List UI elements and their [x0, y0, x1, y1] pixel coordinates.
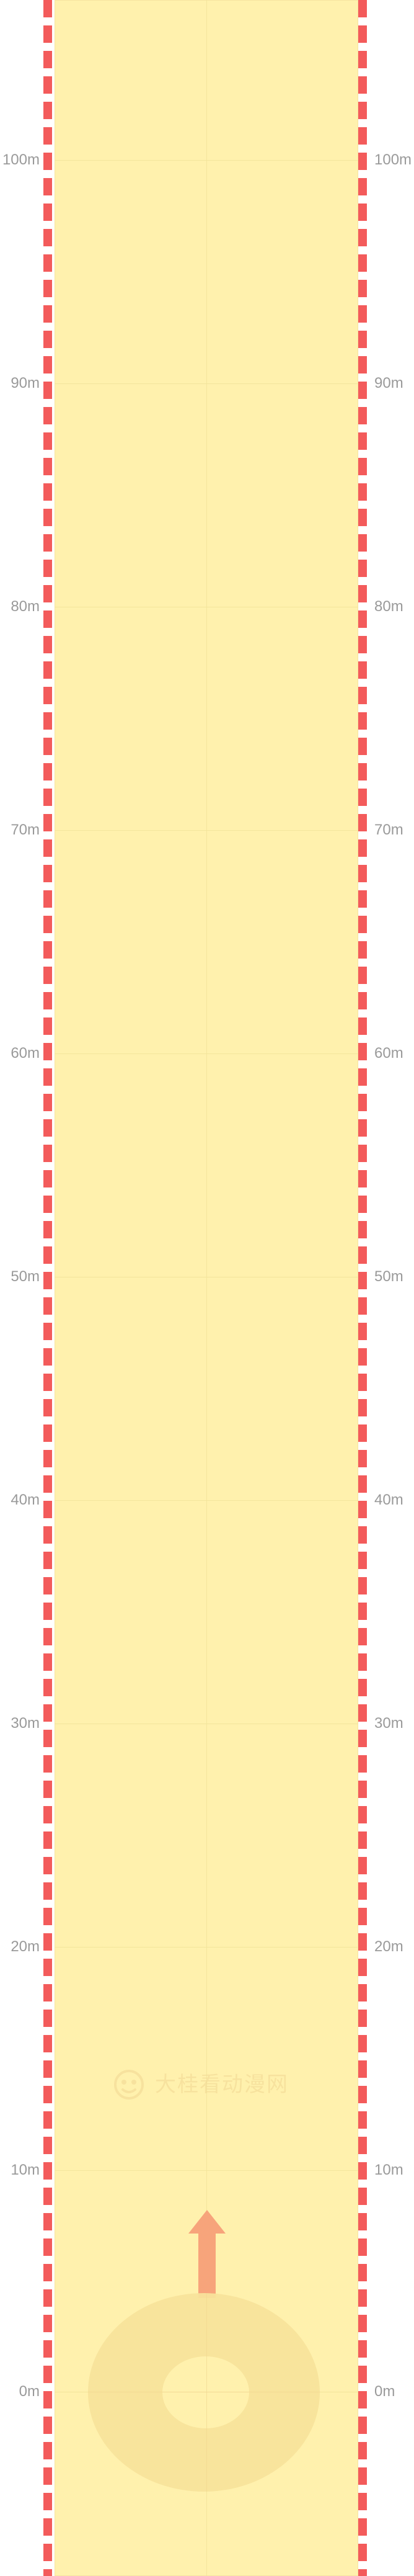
right-lane-edge [358, 0, 367, 2576]
distance-label-left-0m: 0m [19, 2383, 40, 2400]
distance-label-left-90m: 90m [11, 375, 40, 391]
arrow-up-icon [188, 2210, 226, 2298]
distance-line-90m [55, 383, 358, 384]
distance-label-right-50m: 50m [374, 1268, 403, 1285]
distance-label-left-60m: 60m [11, 1045, 40, 1062]
distance-label-right-70m: 70m [374, 821, 403, 838]
distance-label-left-30m: 30m [11, 1715, 40, 1732]
lane-center-line [206, 0, 207, 2576]
distance-label-right-10m: 10m [374, 2162, 403, 2178]
distance-label-left-20m: 20m [11, 1938, 40, 1955]
distance-label-right-80m: 80m [374, 598, 403, 615]
watermark: 大桂看动漫网 [112, 2061, 310, 2106]
distance-label-right-100m: 100m [374, 151, 412, 168]
left-lane-edge [43, 0, 52, 2576]
distance-label-right-30m: 30m [374, 1715, 403, 1732]
distance-label-left-80m: 80m [11, 598, 40, 615]
distance-label-right-20m: 20m [374, 1938, 403, 1955]
distance-label-right-40m: 40m [374, 1491, 403, 1508]
distance-label-left-100m: 100m [2, 151, 40, 168]
watermark-text: 大桂看动漫网 [155, 2073, 289, 2096]
distance-label-right-90m: 90m [374, 375, 403, 391]
watermark-logo-icon [114, 2070, 144, 2100]
start-zone-center [162, 2356, 249, 2428]
distance-line-60m [55, 1053, 358, 1054]
distance-label-left-40m: 40m [11, 1491, 40, 1508]
distance-line-100m [55, 160, 358, 161]
distance-line-70m [55, 830, 358, 831]
distance-label-right-0m: 0m [374, 2383, 395, 2400]
distance-label-right-60m: 60m [374, 1045, 403, 1062]
distance-line-10m [55, 2170, 358, 2171]
distance-label-left-50m: 50m [11, 1268, 40, 1285]
distance-line-40m [55, 1500, 358, 1501]
distance-label-left-70m: 70m [11, 821, 40, 838]
distance-line-20m [55, 1947, 358, 1948]
distance-label-left-10m: 10m [11, 2162, 40, 2178]
start-zone-center-line [206, 2293, 207, 2492]
